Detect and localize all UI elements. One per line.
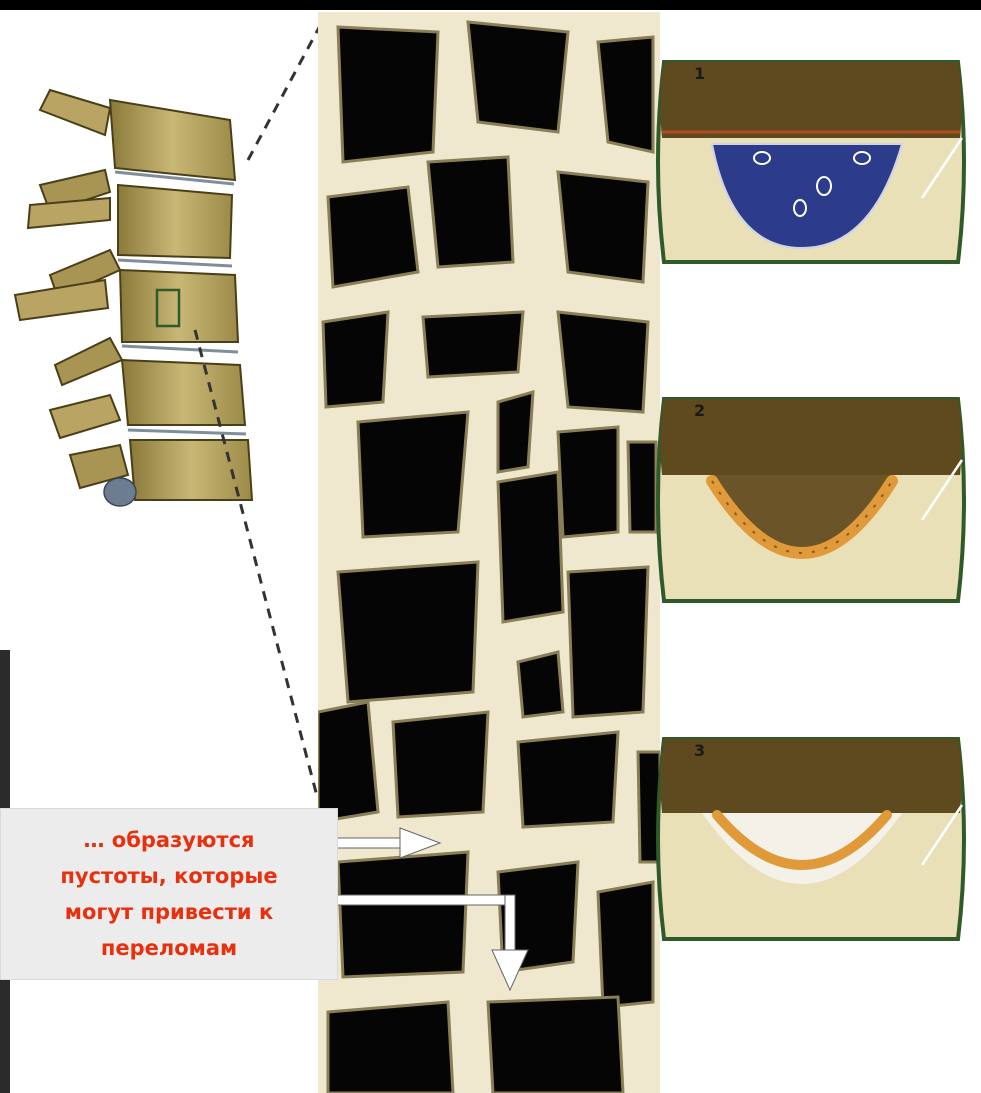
vertebra-5: [70, 440, 252, 506]
panel-number-3: 3: [694, 741, 705, 760]
callout-line-3: могут привести к: [9, 894, 329, 930]
callout-box: … образуются пустоты, которые могут прив…: [0, 808, 338, 980]
panel-number-2: 2: [694, 401, 705, 420]
lumbar-spine-illustration: [10, 80, 270, 520]
panel-bone-formation: 3: [652, 735, 970, 943]
top-dark-strip: [0, 0, 981, 10]
panel-resorption: 1: [652, 58, 970, 266]
panel-osteoblast: 2: [652, 395, 970, 605]
callout-line-1: … образуются: [9, 822, 329, 858]
callout-line-4: переломам: [9, 930, 329, 966]
callout-line-2: пустоты, которые: [9, 858, 329, 894]
trabecular-bone-column: [318, 12, 660, 1093]
panel-number-1: 1: [694, 64, 705, 83]
callout-text: … образуются пустоты, которые могут прив…: [9, 822, 329, 966]
